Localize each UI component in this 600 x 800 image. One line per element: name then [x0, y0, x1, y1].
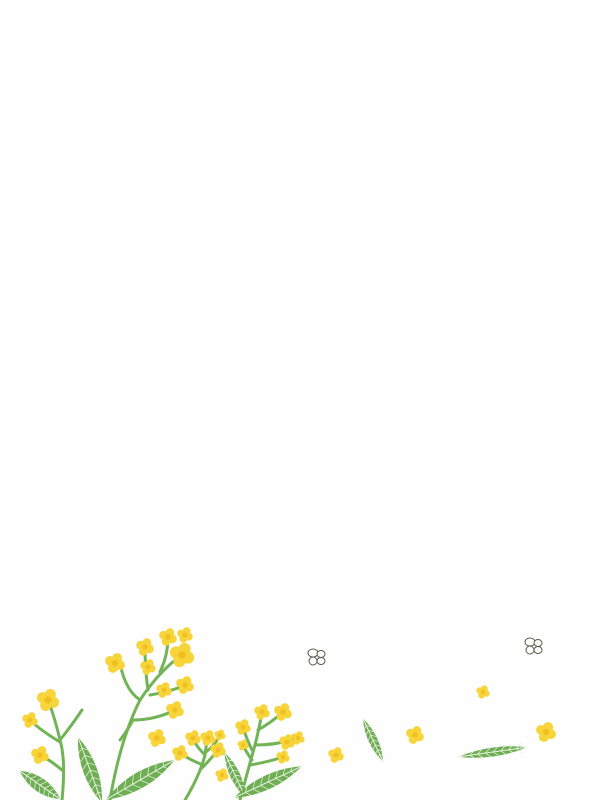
butterfly-icon	[307, 648, 326, 666]
stem	[108, 653, 184, 800]
leaf-icon	[233, 761, 303, 799]
flower-icon	[156, 682, 172, 698]
flower-icon	[148, 729, 166, 747]
flower-icon	[105, 653, 125, 673]
flower-icon	[328, 747, 344, 763]
flower-icon	[185, 730, 201, 746]
flower-icon	[536, 722, 556, 742]
flower-icon	[136, 638, 154, 656]
flower-icon	[166, 701, 184, 719]
flower-icon	[200, 730, 216, 746]
flower-icon	[176, 676, 194, 694]
flower-icon	[274, 703, 292, 721]
leaf-icon	[458, 742, 528, 760]
flower-icon	[291, 731, 305, 745]
leaf-icon	[223, 752, 249, 798]
leaves	[19, 718, 528, 800]
flower-icon	[210, 742, 226, 758]
flowers	[22, 627, 556, 782]
flower-icon	[215, 768, 229, 782]
leaf-icon	[105, 755, 175, 800]
stem	[58, 708, 84, 742]
flower-icon	[279, 734, 295, 750]
flower-icon	[254, 704, 270, 720]
flower-icon	[237, 739, 249, 751]
butterflies	[307, 637, 543, 666]
flower-icon	[36, 688, 60, 712]
flower-icon	[406, 726, 424, 744]
flower-icon	[169, 642, 195, 668]
flower-icon	[476, 685, 490, 699]
flower-icon	[172, 745, 188, 761]
flower-icon	[177, 627, 193, 643]
stem	[118, 718, 135, 742]
flower-icon	[31, 746, 49, 764]
flower-icon	[159, 628, 177, 646]
flower-icon	[22, 712, 38, 728]
leaf-icon	[362, 718, 387, 762]
stems	[28, 635, 294, 800]
flower-icon	[235, 719, 251, 735]
flower-icon	[140, 659, 156, 675]
butterfly-icon	[524, 637, 543, 655]
flower-icon	[214, 729, 226, 741]
flower-icon	[276, 750, 290, 764]
leaf-icon	[19, 770, 62, 800]
leaf-icon	[76, 736, 108, 800]
